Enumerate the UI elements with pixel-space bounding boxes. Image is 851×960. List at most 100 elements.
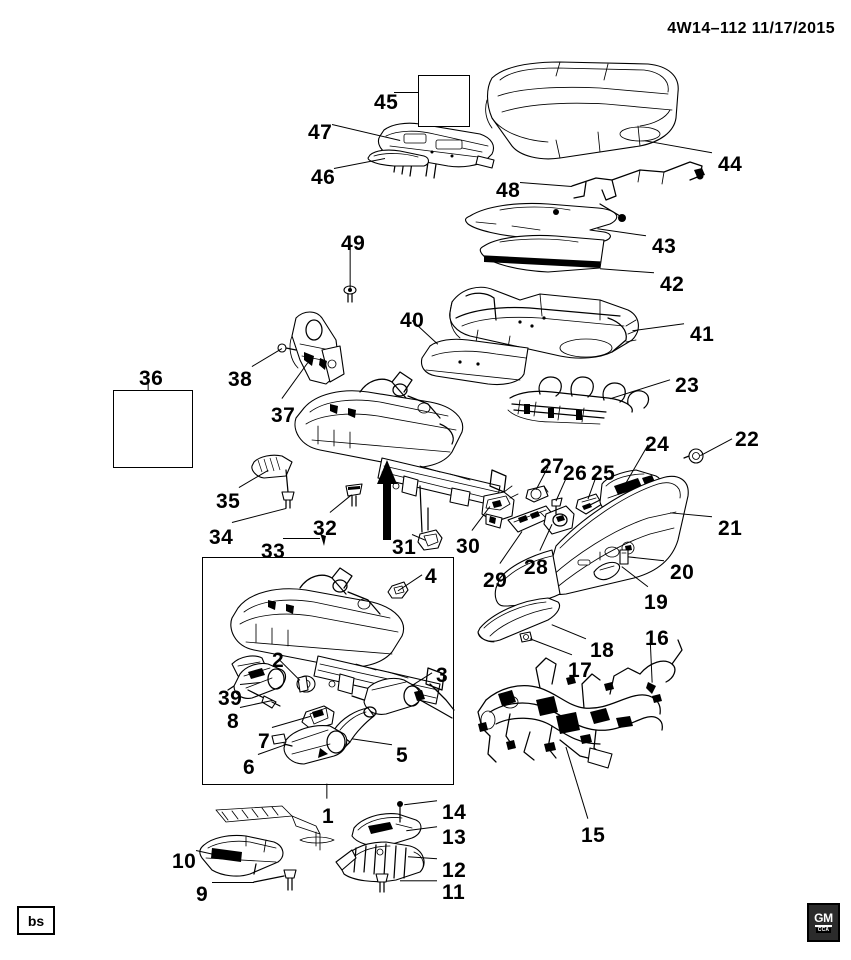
callout-37: 37: [271, 404, 296, 427]
leader-line-45: [394, 92, 418, 94]
callout-2: 2: [272, 649, 285, 672]
leader-line-21: [669, 512, 713, 518]
callout-5: 5: [396, 744, 409, 767]
callout-14: 14: [442, 801, 467, 824]
leader-line-30: [471, 506, 491, 532]
part-34-handle-bolt: [281, 491, 295, 509]
part-41-cushion-frame: [449, 286, 639, 359]
leader-line-23: [609, 379, 671, 400]
callout-22: 22: [735, 428, 760, 451]
callout-4: 4: [425, 565, 438, 588]
callout-47: 47: [308, 121, 333, 144]
part-35-release-handle: [251, 454, 293, 493]
leader-line-32: [329, 494, 353, 514]
leader-line-43: [597, 228, 647, 237]
callout-43: 43: [652, 235, 677, 258]
part-48-wire-assembly: [571, 161, 705, 201]
leader-line-35: [238, 470, 269, 489]
clip-detail-box: [418, 75, 470, 127]
callout-31: 31: [392, 536, 417, 559]
callout-10: 10: [172, 850, 197, 873]
callout-35: 35: [216, 490, 241, 513]
leader-line-29: [499, 531, 523, 565]
leader-line-12: [407, 856, 438, 860]
leader-line-44: [644, 140, 713, 154]
callout-20: 20: [670, 561, 695, 584]
callout-3: 3: [436, 664, 449, 687]
leader-line-41: [631, 323, 685, 332]
callout-27: 27: [540, 455, 565, 478]
callout-29: 29: [483, 569, 508, 592]
part-29-memory-switch: [507, 505, 555, 533]
callout-24: 24: [645, 433, 670, 456]
callout-33: 33: [261, 540, 286, 563]
callout-25: 25: [591, 462, 616, 485]
part-17-trim-retainer: [519, 631, 533, 643]
part-23-suspension-spring: [507, 376, 650, 425]
leader-line-33: [283, 538, 320, 540]
callout-7: 7: [258, 730, 271, 753]
part-19-switch-knob: [593, 561, 621, 581]
leader-line-10: [195, 850, 233, 860]
part-18-side-molding: [477, 597, 561, 643]
callout-13: 13: [442, 826, 467, 849]
callout-17: 17: [568, 659, 593, 682]
leader-line-46: [333, 158, 386, 170]
gm-logo: GM CCA: [807, 903, 840, 942]
part-20-switch-pin: [619, 549, 629, 565]
part-26-switch-screw: [551, 497, 563, 515]
callout-12: 12: [442, 859, 467, 882]
part-21-outer-trim-panel: [494, 475, 689, 607]
callout-21: 21: [718, 517, 743, 540]
callout-49: 49: [341, 232, 366, 255]
leader-line-1: [326, 783, 328, 799]
part-10-finish-panel: [199, 834, 284, 877]
seat-frame-center: [294, 371, 507, 533]
leader-line-28: [539, 524, 553, 551]
callout-28: 28: [524, 556, 549, 579]
callout-15: 15: [581, 824, 606, 847]
part-12-front-cover: [335, 841, 425, 883]
part-11-cover-screw: [375, 873, 389, 893]
leader-line-18: [551, 624, 587, 640]
leader-line-22: [699, 438, 733, 457]
callout-11: 11: [442, 881, 466, 904]
leader-line-14: [403, 800, 438, 806]
callout-18: 18: [590, 639, 615, 662]
callout-45: 45: [374, 91, 399, 114]
callout-30: 30: [456, 535, 481, 558]
part-40-front-extension: [420, 338, 529, 386]
leader-line-38: [251, 348, 283, 368]
leader-line-11: [400, 880, 437, 882]
part-31-frame-nut: [417, 507, 443, 551]
bs-stamp: bs: [17, 906, 55, 935]
part-46-trim-insert: [367, 149, 430, 167]
part-43-foam-pad: [465, 202, 626, 243]
part-16-harness-strap: [646, 682, 656, 694]
fastener-detail-box: [113, 390, 193, 468]
part-14-hinge-screw: [397, 801, 403, 823]
gm-logo-word: GM: [814, 911, 833, 926]
assembly-callout-arrow: [377, 460, 397, 540]
part-47-front-panel: [377, 122, 495, 179]
callout-48: 48: [496, 179, 521, 202]
callout-23: 23: [675, 374, 700, 397]
leader-line-37: [281, 362, 309, 400]
leader-line-42: [599, 268, 655, 274]
leader-line-15: [565, 746, 589, 819]
leader-line-47: [331, 124, 401, 142]
leader-line-48: [519, 182, 573, 188]
part-44-trim-cover: [485, 61, 679, 160]
leader-line-20: [627, 556, 665, 562]
callout-42: 42: [660, 273, 685, 296]
callout-19: 19: [644, 591, 669, 614]
callout-32: 32: [313, 517, 338, 540]
gm-logo-bar: [815, 925, 832, 927]
callout-46: 46: [311, 166, 336, 189]
callout-16: 16: [645, 627, 670, 650]
callout-34: 34: [209, 526, 234, 549]
callout-39: 39: [218, 687, 243, 710]
drawing-header: 4W14–112 11/17/2015: [667, 20, 835, 37]
